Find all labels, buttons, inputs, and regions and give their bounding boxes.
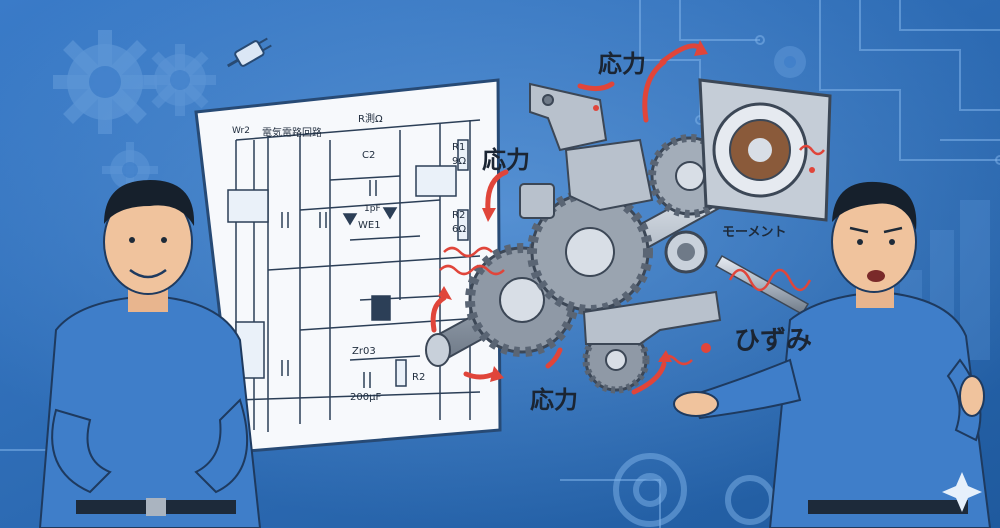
sparkle-icon [942, 472, 982, 512]
schematic-r2-right: R2 [452, 210, 466, 221]
schematic-corner-label: Wr2 [232, 126, 250, 136]
stress-label-bottom: 応力 [530, 386, 578, 414]
background-gear-bottom [613, 453, 775, 527]
vibration-waves [439, 144, 825, 366]
schematic-cap-c2: C2 [362, 150, 376, 161]
strain-dots [593, 105, 815, 353]
schematic-cap-200: 200μF [350, 392, 382, 403]
schematic-resistor-top: R測Ω [358, 114, 383, 125]
moment-label: モーメント [722, 225, 787, 240]
schematic-cap-1pf: 1pF [364, 204, 381, 214]
background-gear-large [53, 30, 157, 134]
strain-label: ひずみ [734, 326, 813, 356]
shaft-end [425, 333, 451, 367]
motor-housing [698, 78, 832, 222]
bearing [664, 230, 708, 274]
schematic-r1: R1 [452, 142, 466, 153]
engineer-right [673, 181, 992, 528]
plug-icon [227, 37, 272, 68]
schematic-diode: WE1 [358, 220, 381, 231]
bracket-bottom [582, 290, 722, 345]
bracket-middle [519, 138, 654, 219]
background-gear-top-right [774, 46, 806, 78]
bracket-top [529, 82, 608, 152]
schematic-components [227, 139, 469, 388]
background-gear-medium [144, 44, 216, 116]
schematic-zener: Zr03 [352, 346, 376, 357]
schematic-board [194, 78, 502, 454]
schematic-title: 電気電路回路 [262, 128, 322, 139]
schematic-wiring [235, 119, 481, 432]
schematic-r2-right-value: 6Ω [452, 224, 467, 235]
schematic-r2-bottom: R2 [412, 372, 426, 383]
schematic-r1-value: 9Ω [452, 156, 467, 167]
stress-label-top: 応力 [598, 50, 646, 78]
stress-label-left: 応力 [482, 146, 530, 174]
gear-middle [527, 189, 653, 315]
engineer-left [38, 180, 262, 528]
